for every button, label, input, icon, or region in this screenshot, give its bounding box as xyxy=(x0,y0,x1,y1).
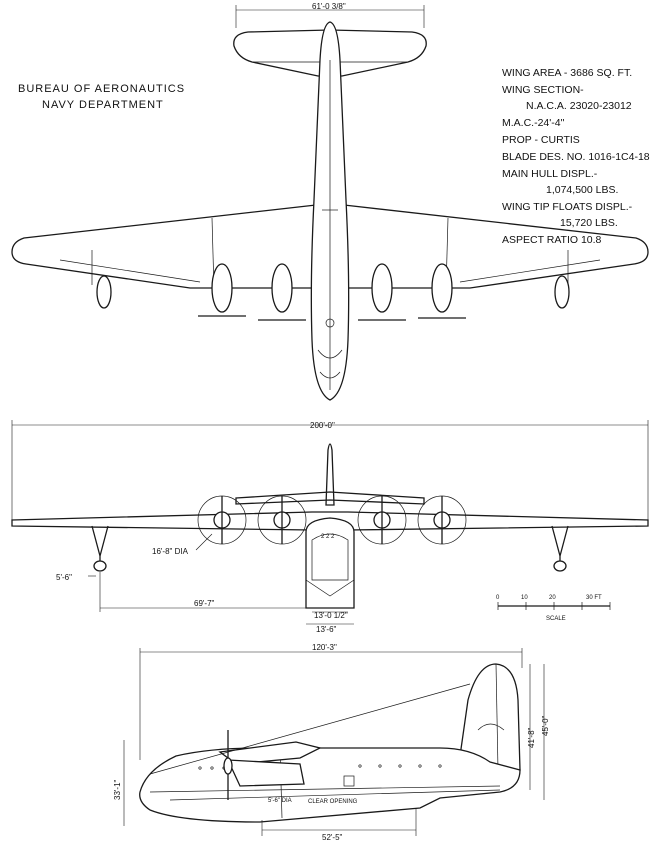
scale-tick-0: 0 xyxy=(496,595,500,601)
wing-front xyxy=(11,511,649,531)
tip-float-right xyxy=(554,275,570,309)
side-view: 120'-3" 45'-0" 41'-8" 33'-1" 5'- xyxy=(113,643,550,842)
hull-front xyxy=(305,517,355,609)
spec-block: WING AREA - 3686 SQ. FT. WING SECTION- N… xyxy=(502,67,650,246)
dim-overall-height: 45'-0" xyxy=(541,715,550,736)
nacelle-side xyxy=(226,759,305,787)
scale-label: SCALE xyxy=(546,616,566,622)
vertical-fin-front xyxy=(325,443,335,506)
dim-hull-inner: 13'-0 1/2" xyxy=(314,611,348,620)
scale-bar: 0 10 20 30 FT SCALE xyxy=(496,595,611,622)
float-strut-right xyxy=(551,525,569,566)
department-title: NAVY DEPARTMENT xyxy=(42,99,164,111)
svg-text:2 2 2: 2 2 2 xyxy=(321,534,335,540)
engine-nacelles-top xyxy=(198,263,466,321)
scale-tick-20: 20 xyxy=(549,595,556,601)
dim-tail-span: 61'-0 3/8" xyxy=(312,2,346,11)
spec-mac: M.A.C.-24'-4" xyxy=(502,117,565,129)
propeller-discs xyxy=(197,495,467,545)
scale-tick-10: 10 xyxy=(521,595,528,601)
spec-hull-displ: MAIN HULL DISPL.- xyxy=(502,168,598,180)
tip-float-left xyxy=(96,275,112,309)
spec-blade: BLADE DES. NO. 1016-1C4-18 xyxy=(502,151,650,163)
door-label: 5'-6" DIA xyxy=(268,798,292,804)
spec-airfoil: N.A.C.A. 23020-23012 xyxy=(526,100,632,112)
spec-float-displ: WING TIP FLOATS DISPL.- xyxy=(502,201,633,213)
top-view: 61'-0 3/8" xyxy=(11,2,649,401)
spec-wing-area: WING AREA - 3686 SQ. FT. xyxy=(502,67,632,79)
dim-hull-outer: 13'-6" xyxy=(316,625,337,634)
dim-hull-depth: 33'-1" xyxy=(113,779,122,800)
spec-float-displ-value: 15,720 LBS. xyxy=(560,217,618,229)
dim-float-height: 5'-6" xyxy=(56,573,72,582)
dim-engine-offset: 69'-7" xyxy=(194,599,215,608)
front-view: 200'-0" 2 2 2 xyxy=(11,420,649,634)
dim-tail-height: 41'-8" xyxy=(527,727,536,748)
dim-step-length: 52'-5" xyxy=(322,833,343,842)
clear-opening-label: CLEAR OPENING xyxy=(308,799,358,805)
hull-side xyxy=(139,747,521,823)
spec-prop: PROP - CURTIS xyxy=(502,134,580,146)
dim-overall-length: 120'-3" xyxy=(312,643,337,652)
spec-wing-section: WING SECTION- xyxy=(502,84,584,96)
dim-wing-span: 200'-0" xyxy=(310,421,335,430)
wing xyxy=(11,204,649,289)
bureau-title: BUREAU OF AERONAUTICS xyxy=(18,83,185,95)
scale-tick-30: 30 FT xyxy=(586,595,602,601)
float-strut-left xyxy=(91,525,109,566)
dim-prop-dia: 16'-8" DIA xyxy=(152,547,189,556)
spec-aspect-ratio: ASPECT RATIO 10.8 xyxy=(502,234,602,246)
spec-hull-displ-value: 1,074,500 LBS. xyxy=(546,184,618,196)
